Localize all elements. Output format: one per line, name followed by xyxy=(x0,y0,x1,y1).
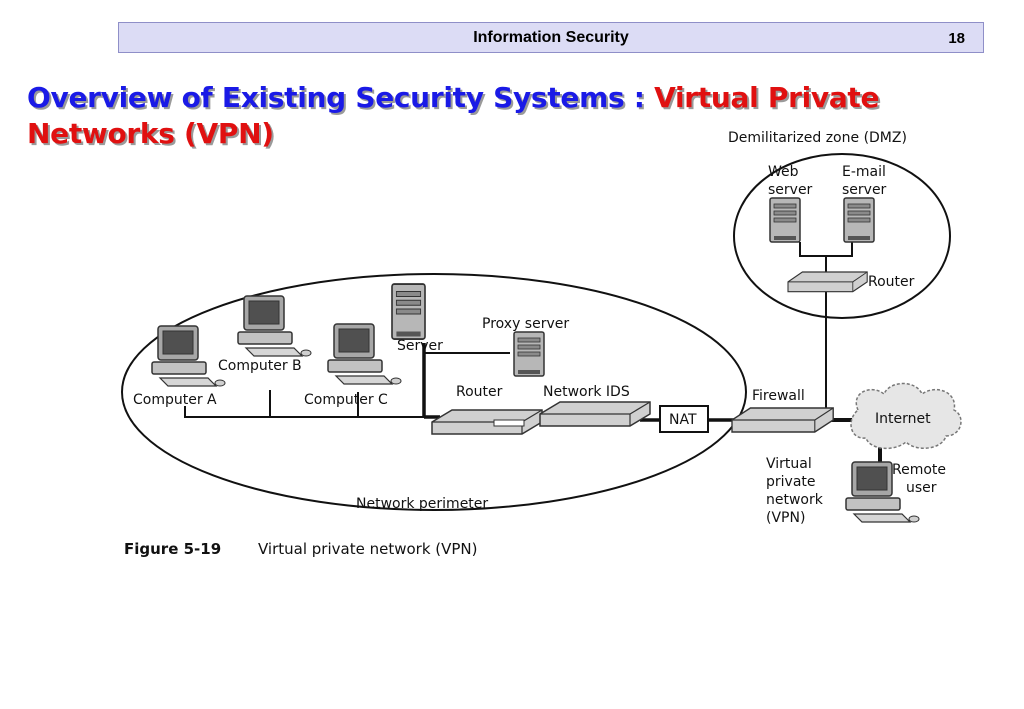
email-server-label-line2: server xyxy=(842,182,887,198)
computer-c-label: Computer C xyxy=(304,392,388,408)
internet-cloud-icon xyxy=(850,382,962,450)
firewall-icon xyxy=(731,407,834,433)
figure-number: Figure 5-19 xyxy=(124,540,221,558)
email-server-icon xyxy=(843,197,875,243)
remote-user-label-line1: Remote xyxy=(892,462,946,478)
network-perimeter-boundary xyxy=(121,273,747,511)
remote-user-label-line2: user xyxy=(906,480,937,496)
firewall-label: Firewall xyxy=(752,388,805,404)
slide-title-main: Overview of Existing Security Systems : xyxy=(27,81,655,114)
web-server-icon xyxy=(769,197,801,243)
computer-b-icon xyxy=(237,295,312,357)
vpn-label-line3: network xyxy=(766,492,824,508)
dmz-label: Demilitarized zone (DMZ) xyxy=(728,130,907,146)
web-server-label-line2: server xyxy=(768,182,813,198)
vpn-label-line2: private xyxy=(766,474,816,490)
server-label: Server xyxy=(397,338,443,354)
dmz-boundary xyxy=(733,153,951,319)
network-ids-label: Network IDS xyxy=(543,384,630,400)
figure-caption: Virtual private network (VPN) xyxy=(258,540,478,558)
proxy-server-icon xyxy=(513,331,545,377)
nat-label: NAT xyxy=(669,412,697,428)
slide-header: Information Security 18 xyxy=(118,22,984,53)
vpn-label-line1: Virtual xyxy=(766,456,812,472)
slide-title: Overview of Existing Security Systems : … xyxy=(27,80,997,152)
router-label: Router xyxy=(456,384,503,400)
network-ids-icon xyxy=(539,401,651,427)
proxy-server-label: Proxy server xyxy=(482,316,569,332)
network-perimeter-label: Network perimeter xyxy=(356,496,488,512)
computer-b-label: Computer B xyxy=(218,358,302,374)
nat-box xyxy=(659,405,709,433)
email-server-label-line1: E-mail xyxy=(842,164,886,180)
web-server-label-line1: Web xyxy=(768,164,799,180)
page-number: 18 xyxy=(948,30,965,47)
dmz-router-icon xyxy=(787,271,868,293)
vpn-label-line4: (VPN) xyxy=(766,510,805,526)
header-title: Information Security xyxy=(473,29,629,46)
dmz-router-label: Router xyxy=(868,274,915,290)
router-icon xyxy=(431,409,543,435)
computer-a-label: Computer A xyxy=(133,392,217,408)
slide-title-topic: Virtual Private Networks (VPN) xyxy=(27,81,880,150)
internet-label: Internet xyxy=(875,411,931,427)
computer-c-icon xyxy=(327,323,402,385)
router-ports xyxy=(493,419,525,427)
server-icon xyxy=(391,283,426,340)
computer-a-icon xyxy=(151,325,226,387)
